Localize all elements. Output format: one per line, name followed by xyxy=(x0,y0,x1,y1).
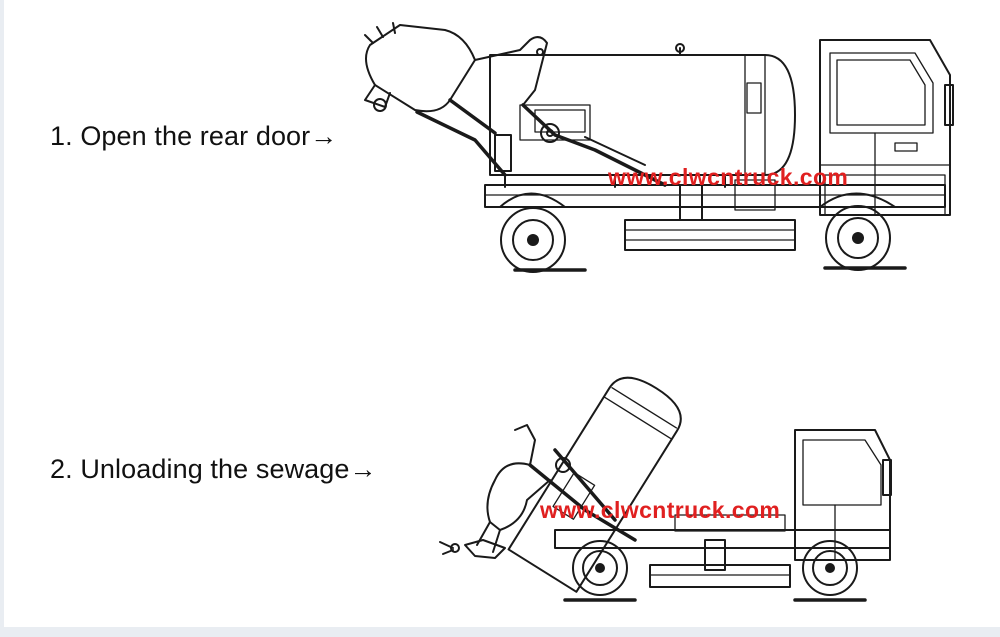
front-wheel xyxy=(819,192,896,271)
truck-cab xyxy=(819,39,951,216)
watermark-text: www.clwcntruck.com xyxy=(608,164,849,190)
truck-cab xyxy=(794,429,891,561)
chassis-frame xyxy=(554,529,891,549)
sewage-tank xyxy=(489,54,796,176)
watermark-text: www.clwcntruck.com xyxy=(540,497,781,523)
truck-rear-door-open-drawing xyxy=(364,22,954,273)
front-wheel xyxy=(802,540,858,596)
rear-door-open xyxy=(365,24,476,113)
rear-wheel xyxy=(572,540,628,596)
truck-unloading-drawing xyxy=(439,376,892,602)
step-1-label: 1. Open the rear door→ xyxy=(50,121,338,151)
step-2-label: 2. Unloading the sewage→ xyxy=(50,454,377,484)
rear-wheel xyxy=(499,192,566,273)
discharge-pipe xyxy=(486,462,551,531)
tilted-sewage-tank xyxy=(507,376,682,593)
